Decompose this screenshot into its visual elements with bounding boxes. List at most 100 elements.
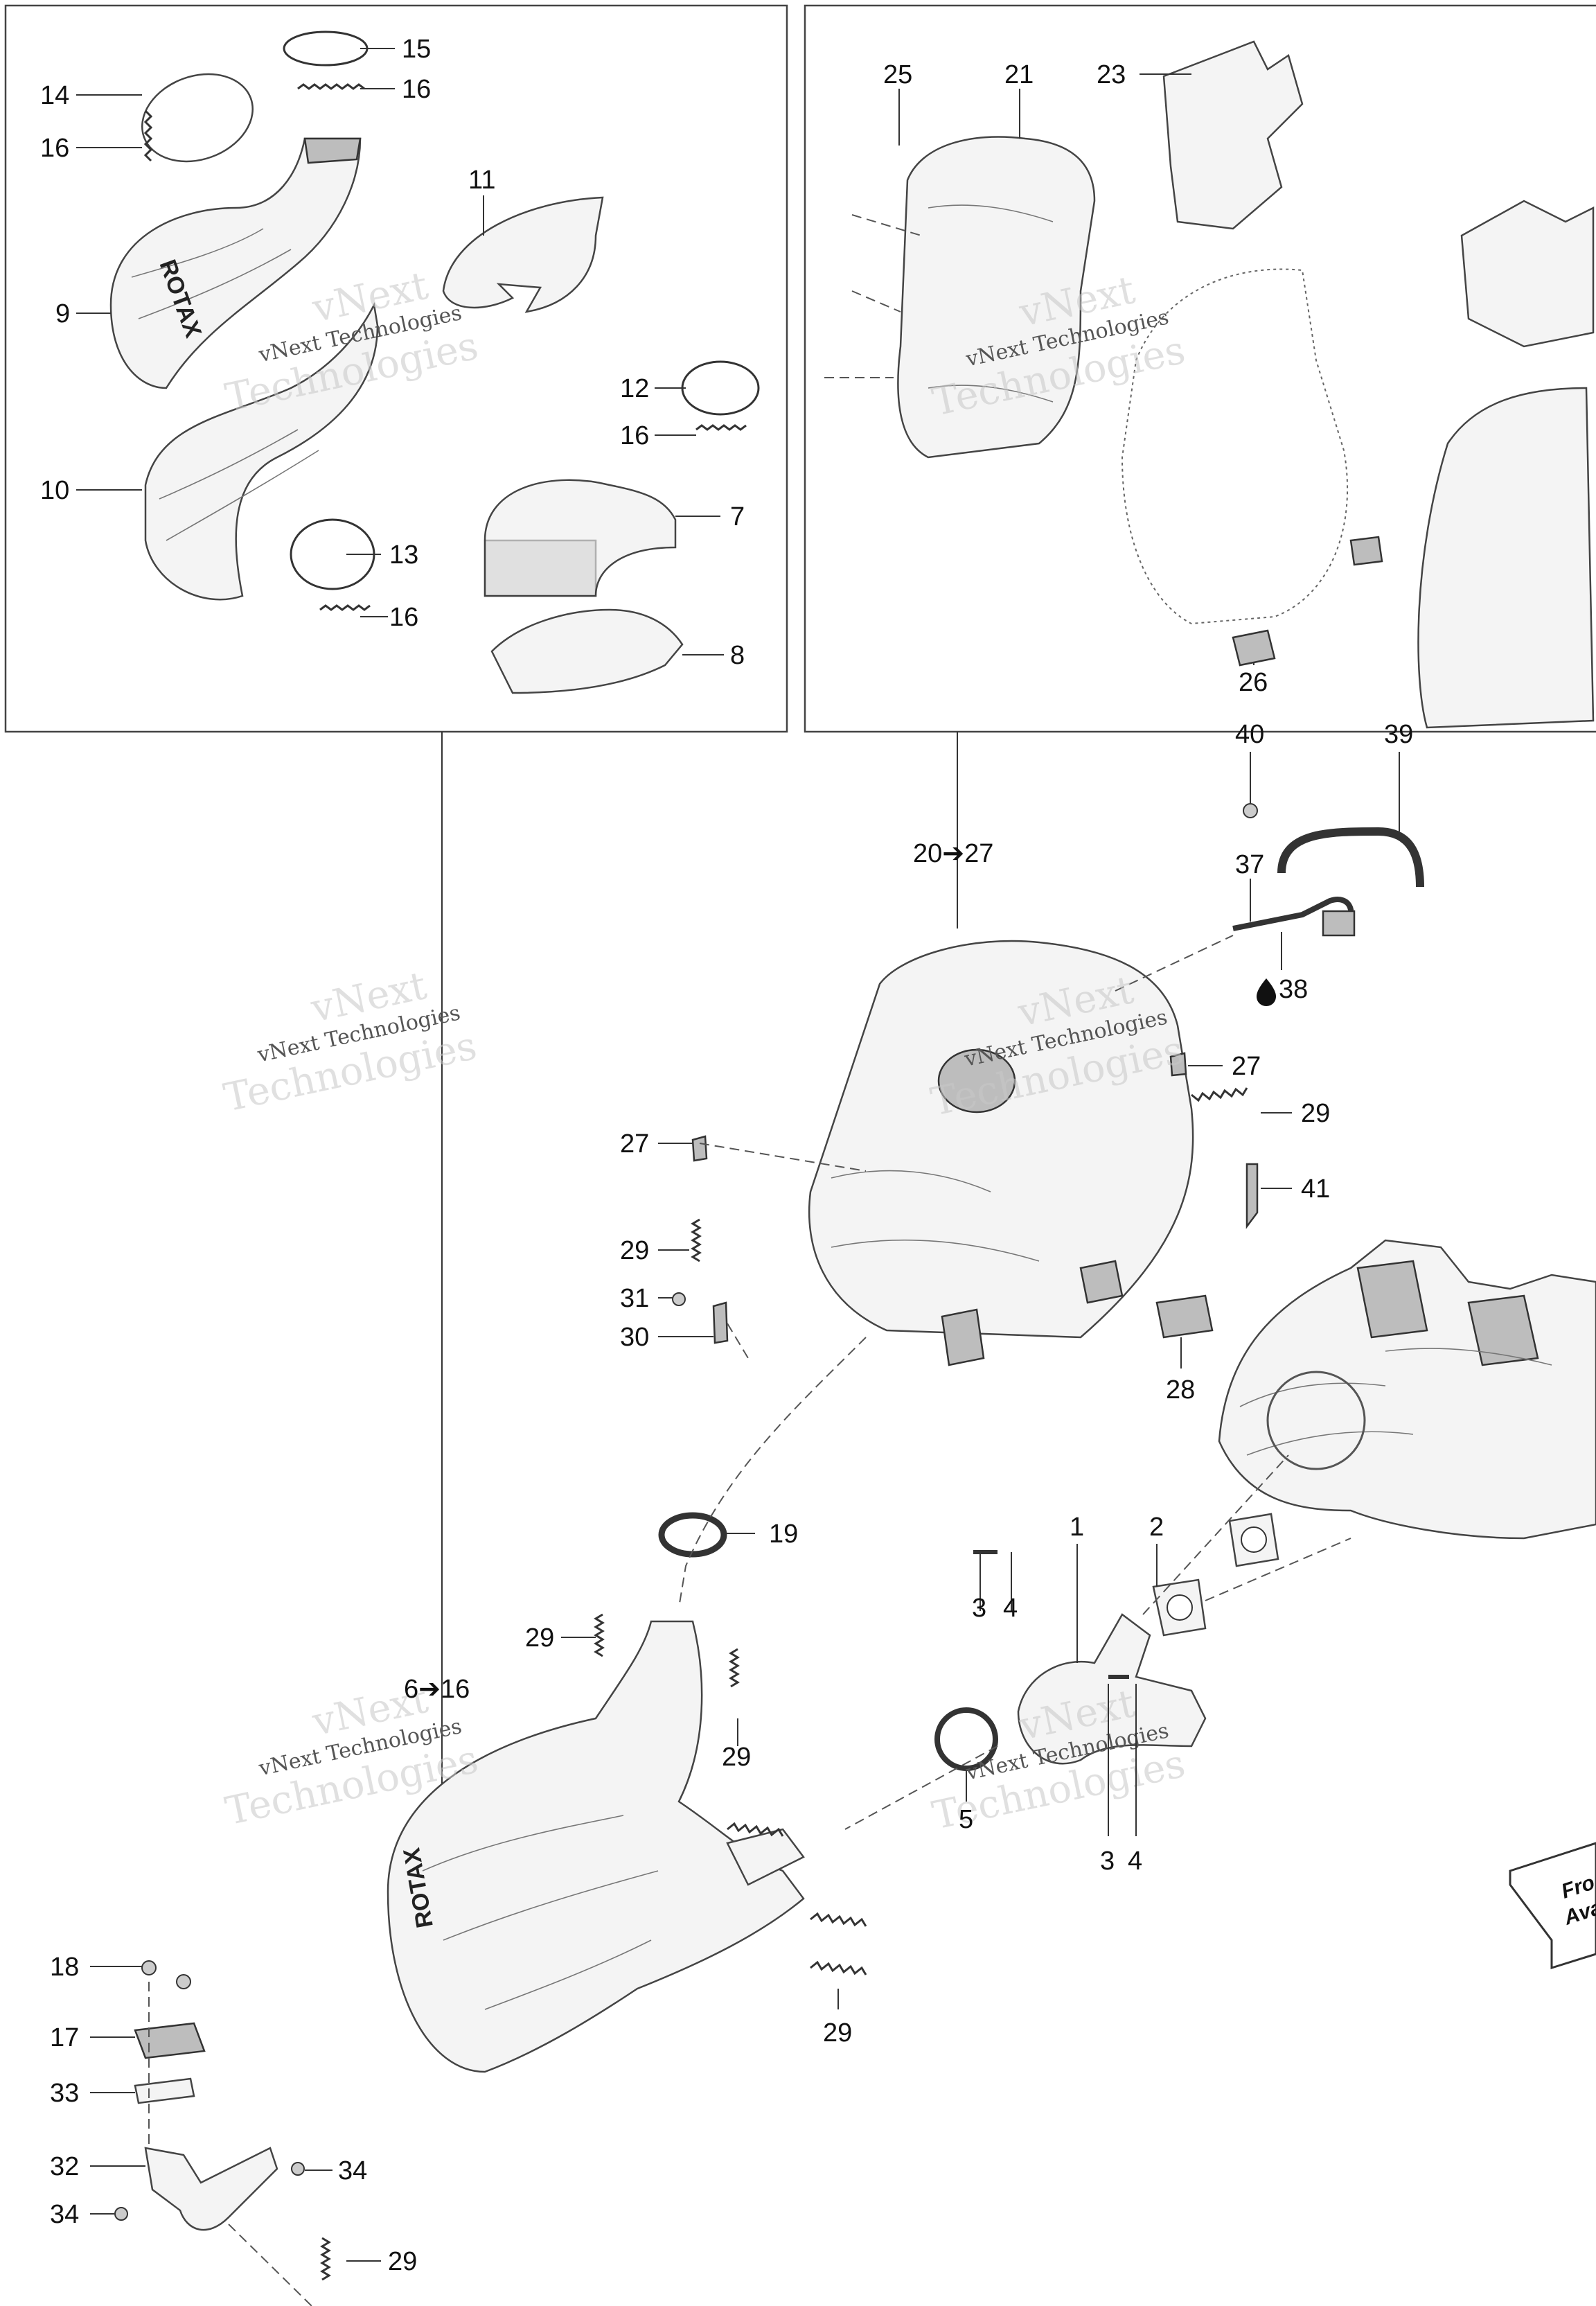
nut-part-31 [672, 1292, 686, 1306]
callout-16-c: 16 [620, 421, 649, 450]
callout-12: 12 [620, 374, 649, 403]
bracket-part-30 [712, 1301, 729, 1344]
callout-40: 40 [1235, 720, 1264, 749]
watermark-3: vNext vNext Technologies Technologies [220, 963, 481, 1121]
callout-3b: 3 [1100, 1847, 1115, 1876]
callout-23: 23 [1097, 60, 1126, 89]
callout-2: 2 [1149, 1513, 1164, 1542]
callout-15: 15 [402, 35, 431, 64]
front-direction-arrow: Fro Ava [1509, 1842, 1596, 1970]
rubber-mount-part-28 [1155, 1294, 1214, 1339]
callout-4b: 4 [1128, 1847, 1142, 1876]
sensor-connector-part-37 [1322, 910, 1356, 937]
callout-7: 7 [730, 502, 745, 531]
spring-29-pipe-5 [810, 1960, 867, 1975]
engine-block [1218, 1239, 1596, 1540]
callout-11: 11 [468, 166, 495, 195]
heat-shield-part-11 [442, 196, 604, 313]
callout-9: 9 [55, 299, 70, 328]
callout-27-left: 27 [620, 1129, 649, 1159]
seal-ring-part-5 [934, 1707, 998, 1771]
callout-32: 32 [50, 2152, 79, 2181]
clamp-ring-14 [141, 73, 254, 163]
seal-part-19 [658, 1512, 727, 1558]
shell-part-8 [490, 608, 684, 694]
gasket-part-2-a-hole [1167, 1594, 1193, 1621]
callout-5: 5 [959, 1805, 973, 1834]
bracket-part-26 [1232, 629, 1276, 667]
spring-29-pipe-2 [729, 1648, 740, 1688]
mount-part-17 [134, 2022, 206, 2059]
exhaust-pipe-part-10 [144, 302, 379, 601]
callout-10: 10 [40, 476, 69, 505]
callout-8: 8 [730, 641, 745, 670]
callout-29-left: 29 [620, 1236, 649, 1265]
callout-17: 17 [50, 2023, 79, 2052]
clamp-ring-15 [283, 30, 369, 67]
callout-38-group: 38 [1257, 975, 1308, 1006]
callout-14: 14 [40, 81, 69, 110]
muffler-outline-ghost [1121, 268, 1349, 625]
leader-dash-27 [699, 1143, 867, 1172]
heat-shield-part-23 [1162, 40, 1304, 230]
screw-part-18-b [176, 1974, 191, 1989]
elbow-part-7-shading [484, 539, 597, 597]
callout-16-b: 16 [402, 75, 431, 104]
callout-29-pipe-3: 29 [823, 2018, 852, 2048]
leader-dash-bracket-2 [228, 2224, 312, 2306]
callout-25: 25 [883, 60, 912, 89]
callout-27-right: 27 [1232, 1052, 1261, 1081]
callout-13: 13 [389, 540, 418, 570]
tuned-pipe-assembly: ROTAX [387, 1620, 805, 2073]
callout-20-27: 20➔27 [913, 839, 993, 868]
clip-part-27-right [1169, 1052, 1187, 1077]
muffler-cover-part-21 [897, 136, 1096, 459]
callout-19: 19 [769, 1520, 798, 1549]
callout-21: 21 [1004, 60, 1034, 89]
callout-33: 33 [50, 2079, 79, 2108]
nut-part-34-b [114, 2207, 128, 2221]
callout-34-left: 34 [50, 2200, 79, 2229]
callout-37: 37 [1235, 850, 1264, 879]
bracket-part-32 [144, 2147, 278, 2231]
spring-29-left [691, 1218, 702, 1262]
callout-28: 28 [1166, 1375, 1195, 1405]
callout-29-right: 29 [1301, 1099, 1330, 1128]
callout-34-right: 34 [338, 2156, 367, 2185]
leader-dash-gasket [1205, 1538, 1351, 1601]
callout-31: 31 [620, 1284, 649, 1313]
spring-29-pipe-3 [727, 1822, 784, 1837]
callout-30: 30 [620, 1323, 649, 1352]
washer-part-40 [1243, 803, 1258, 818]
clamp-ring-12 [681, 360, 760, 416]
screw-part-18-a [141, 1960, 157, 1975]
oil-drop-icon [1257, 978, 1276, 1006]
callout-29-pipe-2: 29 [722, 1743, 751, 1772]
nut-part-34-a [291, 2162, 305, 2176]
elbow-part-7 [484, 479, 677, 597]
spring-29-bottom [320, 2237, 331, 2281]
spring-16-right [695, 424, 747, 431]
muffler-assembly [808, 940, 1194, 1366]
spring-16-top [297, 83, 365, 90]
callout-29-pipe-1: 29 [525, 1623, 554, 1653]
callout-3a: 3 [972, 1594, 986, 1623]
callout-41: 41 [1301, 1174, 1330, 1204]
muffler-right-edge [1417, 387, 1595, 729]
callout-16-a: 16 [40, 134, 69, 163]
clip-part-27-left [691, 1135, 708, 1162]
callout-39: 39 [1384, 720, 1413, 749]
manifold-part-1 [1017, 1613, 1207, 1765]
leader-dash-manifold [844, 1745, 998, 1830]
bracket-right [1349, 536, 1383, 566]
heat-shield-right-edge [1460, 200, 1595, 348]
exhaust-pipe-part-9: ROTAX [109, 137, 362, 389]
leader-dash-gasket-2 [1142, 1454, 1289, 1615]
leader-dash-19 [678, 1337, 867, 1608]
spring-16-bottom [319, 604, 371, 611]
callout-18: 18 [50, 1953, 79, 1982]
spring-29-pipe-4 [810, 1912, 867, 1927]
leader-dash-inset-1 [851, 214, 922, 236]
spring-16-left [143, 109, 153, 162]
